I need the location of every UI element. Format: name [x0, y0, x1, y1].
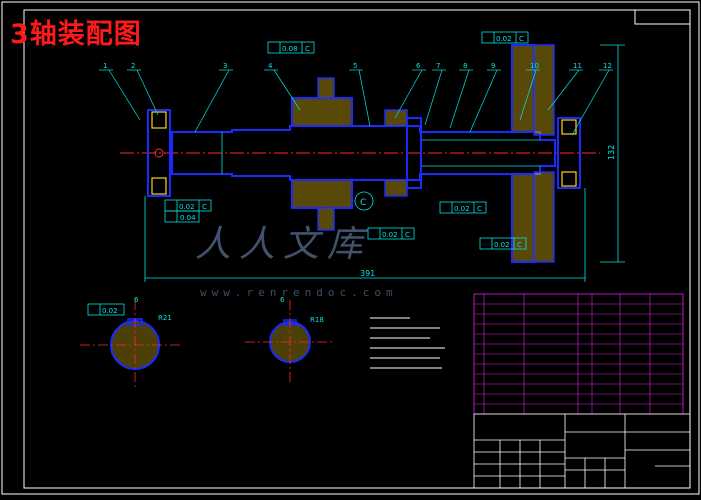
dim-length: 391 [360, 269, 375, 278]
watermark-text: 人人文库 [195, 224, 372, 265]
tol-frame-7: 0.02 C [479, 237, 527, 250]
tol-datum-2: C [519, 35, 524, 43]
part-number-5: 5 [353, 62, 357, 70]
tol-value-6: 0.02 [454, 205, 470, 213]
sec-right-w: 6 [280, 296, 285, 304]
tol-value-5: 0.02 [382, 231, 398, 239]
tol-frame-1: 0.08 C [267, 41, 315, 54]
leader-line-8 [449, 69, 470, 129]
sleeve [384, 109, 422, 197]
part-number-11: 11 [573, 62, 582, 70]
tol-value-4: 0.04 [180, 214, 196, 222]
sec-left-w: 6 [134, 296, 139, 304]
gear-right [511, 44, 555, 263]
tol-frame-4: 0.04 [164, 210, 200, 223]
part-number-12: 12 [603, 62, 612, 70]
part-number-6: 6 [416, 62, 421, 70]
tol-datum-1: C [305, 45, 310, 53]
section-right: R18 6 [245, 296, 335, 385]
leader-line-6 [394, 69, 423, 119]
tol-frame-6: 0.02 C [439, 201, 487, 214]
leader-line-5 [358, 69, 371, 127]
tol-value-3: 0.02 [179, 203, 195, 211]
part-number-7: 7 [436, 62, 440, 70]
tol-datum-7: C [517, 241, 522, 249]
datum-c-marker: C [354, 191, 374, 211]
tol-value-7: 0.02 [494, 241, 510, 249]
part-number-10: 10 [530, 62, 539, 70]
tol-value-1: 0.08 [282, 45, 298, 53]
leader-line-12 [571, 69, 610, 136]
leader-line-3 [194, 69, 230, 133]
watermark-url: www.renrendoc.com [200, 286, 398, 299]
leader-line-2 [136, 69, 159, 116]
part-number-8: 8 [463, 62, 467, 70]
part-number-9: 9 [491, 62, 495, 70]
leader-line-11 [547, 69, 580, 111]
sec-left-tol: 0.02 [102, 307, 118, 315]
tol-value-2: 0.02 [496, 35, 512, 43]
title-block [473, 413, 691, 489]
tol-datum-5: C [405, 231, 410, 239]
page-title: 3轴装配图 [10, 19, 142, 50]
dim-height: 132 [607, 145, 616, 160]
part-number-1: 1 [103, 62, 107, 70]
leader-line-1 [108, 69, 141, 121]
part-number-3: 3 [223, 62, 227, 70]
tol-datum-6: C [477, 205, 482, 213]
inner-frame [23, 9, 691, 489]
tol-frame-2: 0.02 C [481, 31, 529, 44]
part-number-4: 4 [268, 62, 273, 70]
leader-line-10 [519, 69, 537, 121]
tol-datum-3: C [202, 203, 207, 211]
part-number-2: 2 [131, 62, 135, 70]
leader-line-9 [469, 69, 498, 133]
parts-table [473, 293, 684, 415]
leader-line-7 [424, 69, 443, 126]
tech-notes [370, 317, 445, 369]
leader-line-4 [273, 69, 301, 111]
corner-box [634, 9, 691, 25]
sec-left-r: R21 [158, 314, 172, 322]
tol-frame-5: 0.02 C [367, 227, 415, 240]
right-bearing [557, 117, 581, 189]
gear-left [291, 77, 353, 231]
shaft [171, 125, 556, 181]
dimensions [144, 44, 625, 282]
section-left: 0.02 R21 6 [80, 296, 180, 390]
sec-right-r: R18 [310, 316, 324, 324]
svg-text:C: C [360, 198, 366, 208]
left-bearing [147, 109, 171, 197]
tol-frame-3: 0.02 C [164, 199, 212, 212]
